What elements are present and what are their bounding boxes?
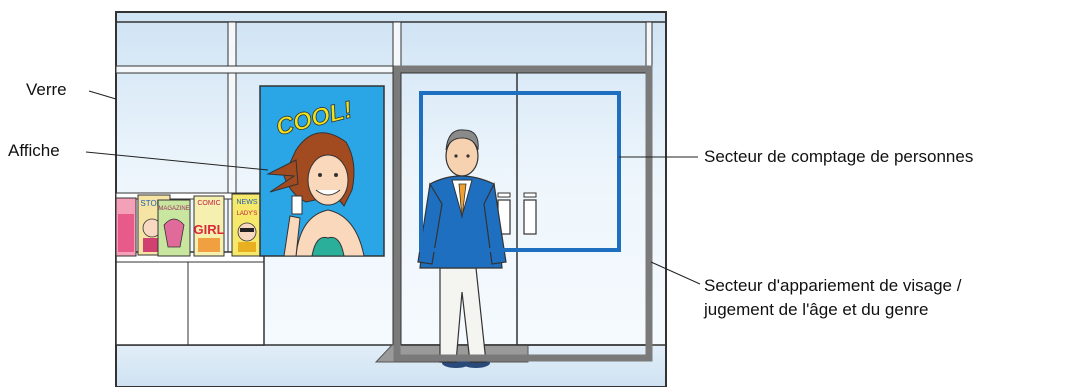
magazine-rack: STORY MAGAZINE COMIC GIRL NEWS LADY'S	[116, 194, 262, 256]
magazine-cover	[116, 198, 136, 256]
magazine-title: NEWS	[237, 199, 258, 206]
magazine-title: LADY'S	[237, 211, 258, 217]
people-count-area-label: Secteur de comptage de personnes	[704, 147, 973, 167]
poster: COOL!	[260, 86, 384, 256]
magazine-cover: COMIC GIRL	[193, 196, 224, 256]
magazine-title: COMIC	[197, 200, 220, 207]
glass-label: Verre	[26, 80, 67, 100]
magazine-cover: NEWS LADY'S	[232, 194, 262, 256]
magazine-title: MAGAZINE	[158, 206, 189, 212]
glass-leader-line	[89, 91, 116, 99]
face-area-label-line1: Secteur d'appariement de visage /	[704, 276, 961, 296]
magazine-cover: MAGAZINE	[158, 200, 190, 256]
magazine-title: GIRL	[193, 222, 224, 237]
face-area-label-line2: jugement de l'âge et du genre	[704, 300, 928, 320]
poster-label: Affiche	[8, 141, 60, 161]
